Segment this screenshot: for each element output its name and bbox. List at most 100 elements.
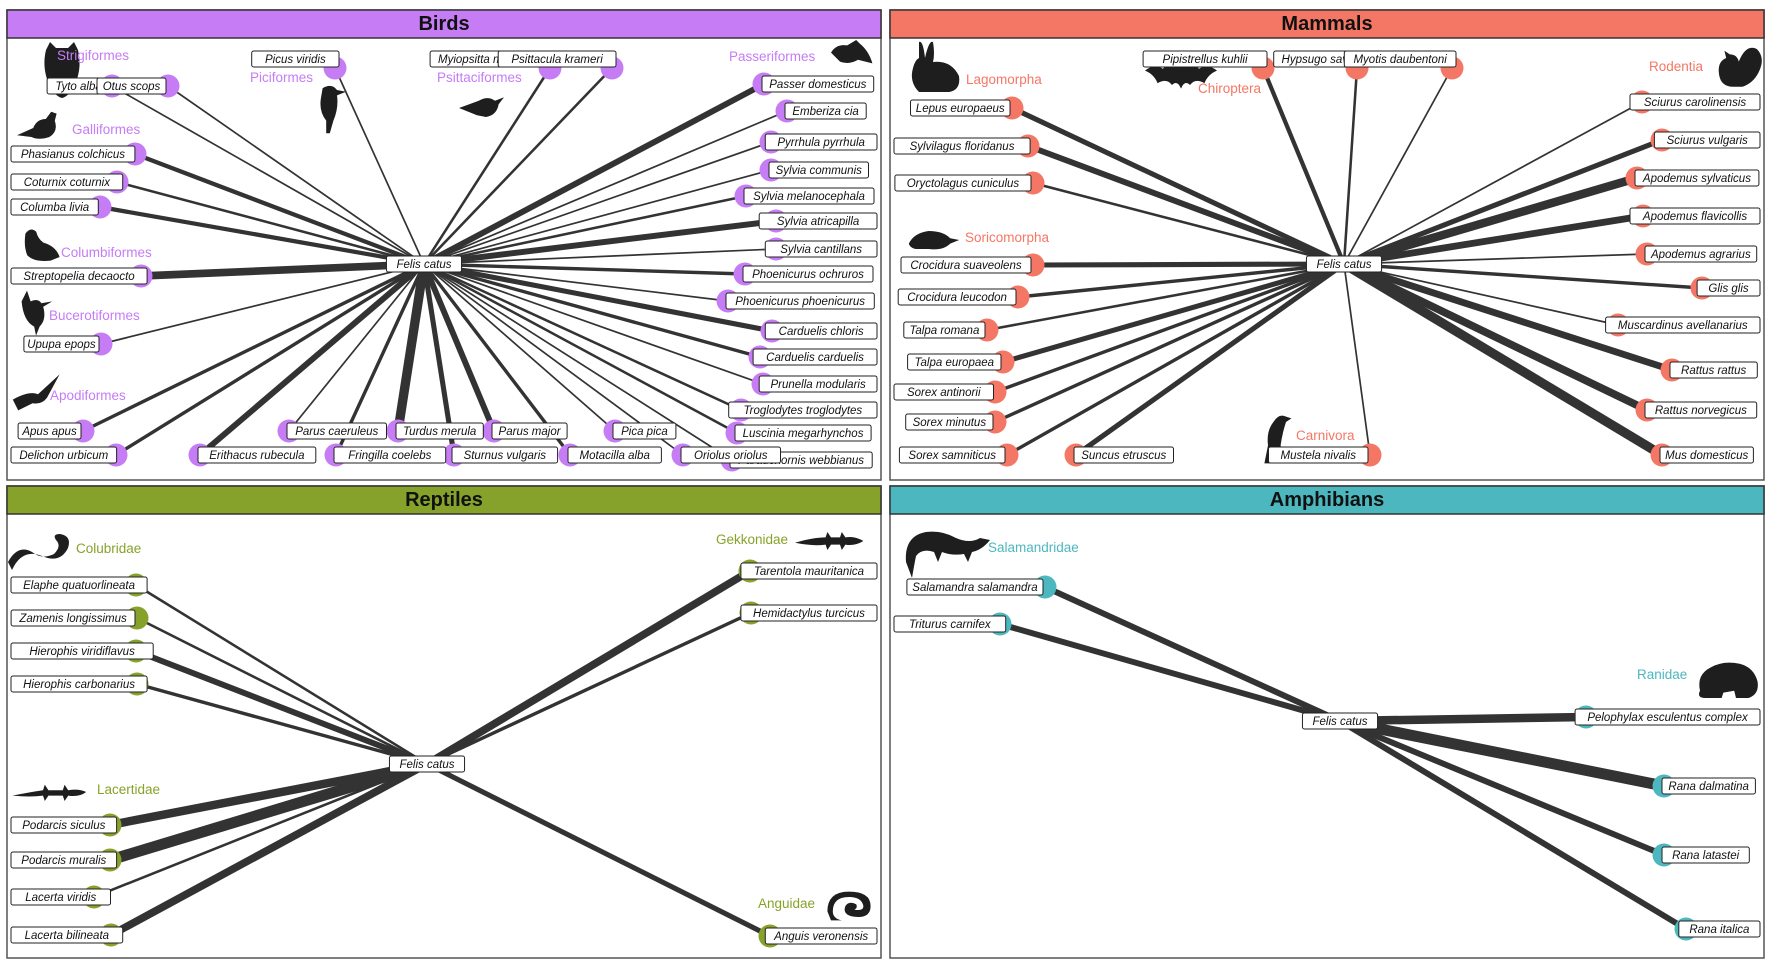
edge-lacerta-viridis [93,762,428,899]
species-box [1634,169,1760,187]
species-label: Crocidura suaveolens [910,260,1021,272]
edge-rana-dalmatina [1338,715,1666,792]
species-box [10,851,118,869]
edge-coturnix-coturnix [116,180,425,266]
species-label: Erithacus rubecula [209,450,304,462]
group-label-soricomorpha: Soricomorpha [965,230,1050,245]
species-box [758,375,878,393]
species-label-box: Lacerta viridis [10,888,111,906]
species-label-box: Phasianus colchicus [10,145,136,163]
species-label-box: Pica pica [612,422,677,440]
species-label-box: Sturnus vulgaris [451,446,559,464]
species-label-box: Motacilla alba [567,446,662,464]
edge-psittacula-krameri [423,67,613,265]
species-box [910,99,1011,117]
species-box [900,256,1032,274]
group-label-piciformes: Piciformes [250,70,313,85]
species-label: Triturus carnifex [909,619,992,631]
species-label: Myotis daubentoni [1353,54,1447,66]
species-label: Salamandra salamandra [912,582,1037,594]
species-box [764,240,878,258]
species-box [897,288,1017,306]
species-box [761,75,875,93]
species-box [251,50,340,68]
species-box [197,446,317,464]
species-label-box: Crocidura suaveolens [900,256,1032,274]
species-label: Lacerta viridis [25,892,96,904]
edge-carduelis-chloris [423,261,773,334]
edge-streptopelia-decaocto [140,260,425,280]
squirrel-icon [1718,47,1762,87]
species-box [1659,446,1754,464]
edge-apodemus-sylvaticus [1342,173,1639,269]
edge-otus-scops [167,85,425,265]
parakeet-icon [459,97,504,117]
species-label-box: Delichon urbicum [10,446,118,464]
edge-rana-latastei [1338,718,1666,858]
species-label-box: Myotis daubentoni [1343,50,1457,68]
species-label: Lepus europaeus [916,103,1005,115]
species-label-box: Zamenis longissimus [10,609,136,627]
edge-glis-glis [1343,262,1703,290]
species-label-box: Luscinia megarhynchos [734,424,872,442]
species-label: Sylvia communis [776,165,863,177]
center-box [1301,712,1379,730]
species-box [1678,920,1761,938]
species-label: Sylvilagus floridanus [910,141,1015,153]
species-label-box: Sorex samniticus [898,446,1006,464]
group-label-columbiformes: Columbiformes [61,245,152,260]
species-box [10,145,136,163]
edge-erithacus-rubecula [198,261,426,458]
snake-icon [8,534,69,570]
edge-crocidura-leucodon [1017,262,1345,299]
group-label-passeriformes: Passeriformes [729,49,816,64]
species-label: Emberiza cia [792,106,858,118]
shrew-icon [908,231,960,250]
species-label: Suncus etruscus [1081,450,1166,462]
species-label: Oriolus oriolus [694,450,768,462]
species-label-box: Pelophylax esculentus complex [1574,708,1761,726]
edge-sylvilagus-floridanus [1026,143,1346,267]
edge-sorex-antinorii [994,262,1345,394]
species-label: Sylvia atricapilla [777,216,859,228]
species-box [1268,446,1369,464]
edge-rana-italica [1338,718,1688,932]
species-box [725,292,875,310]
edge-columba-livia [99,204,425,267]
species-label-box: Apodemus sylvaticus [1634,169,1760,187]
species-label: Apodemus sylvaticus [1642,173,1751,185]
edge-phoenicurus-phoenicurus [423,263,729,302]
edge-tyto-alba [111,85,425,265]
species-box [1696,279,1761,297]
species-box [1574,708,1761,726]
species-label-box: Podarcis siculus [10,816,118,834]
group-label-apodiformes: Apodiformes [50,388,126,403]
group-label-anguidae: Anguidae [758,896,815,911]
species-label: Sorex antinorii [907,387,981,399]
species-label-box: Talpa europaea [907,353,1002,371]
edge-emberiza-cia [423,110,788,265]
species-box [907,353,1002,371]
edge-crocidura-suaveolens [1032,261,1345,268]
group-label-salamandridae: Salamandridae [988,540,1079,555]
species-box [17,422,82,440]
species-label: Delichon urbicum [19,450,108,462]
species-label-box: Elaphe quatuorlineata [10,576,148,594]
species-label-box: Troglodytes troglodytes [728,401,878,419]
species-label-box: Lacerta bilineata [10,926,124,944]
species-label: Phoenicurus phoenicurus [735,296,865,308]
edge-triturus-carnifex [999,621,1341,724]
edge-mustela-nivalis [1343,263,1371,456]
species-label: Phasianus colchicus [21,149,125,161]
group-label-ranidae: Ranidae [1637,667,1687,682]
species-box [395,422,484,440]
birds-panel-title: Birds [418,13,469,35]
species-label-box: Rattus norvegicus [1644,401,1758,419]
species-box [497,50,617,68]
edge-hypsugo-savii [1342,67,1359,265]
species-box [1629,207,1761,225]
species-box [10,576,148,594]
species-label: Passer domesticus [769,79,866,91]
edge-podarcis-siculus [109,759,428,830]
edge-myiopsitta-monachus [422,67,552,265]
